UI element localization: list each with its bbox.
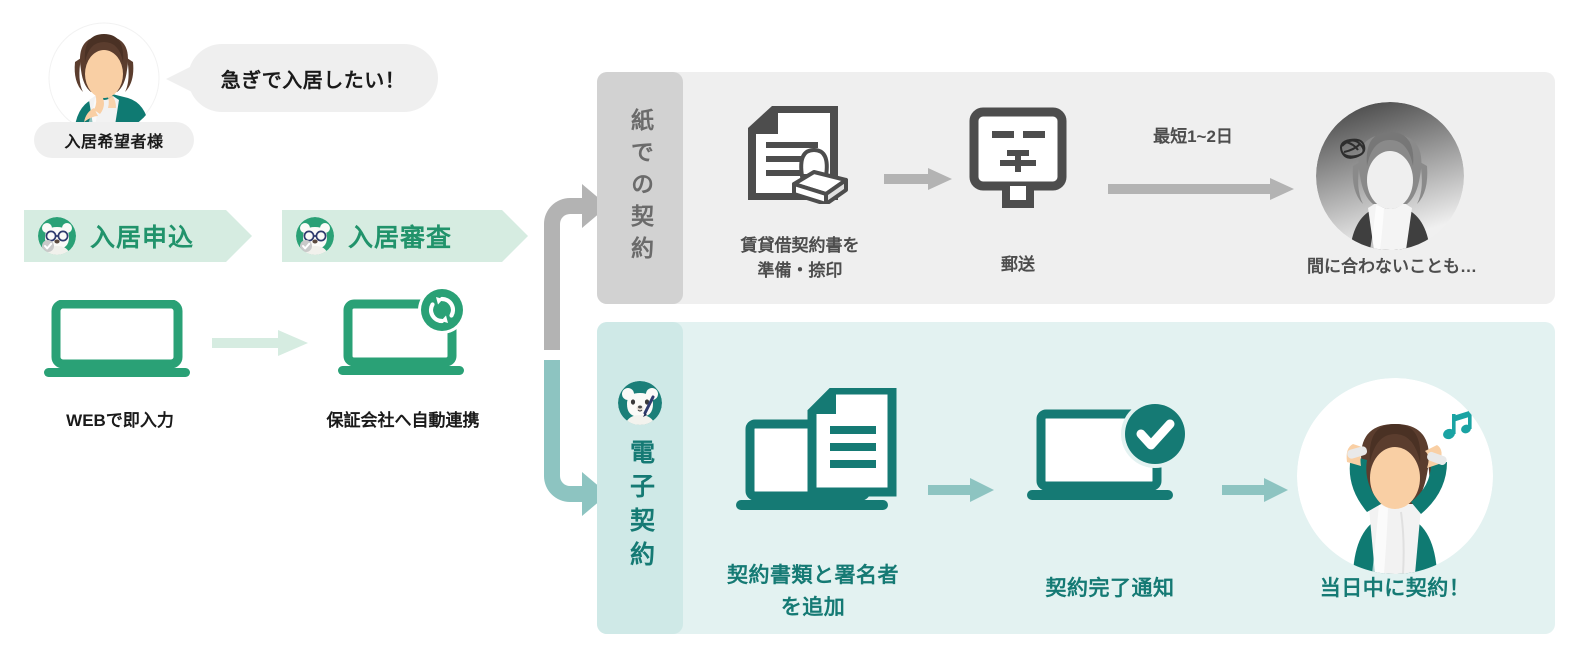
speech-bubble: 急ぎで入居したい！: [188, 44, 438, 112]
arrow-right-icon: [928, 478, 994, 502]
laptop-sync-icon: [338, 286, 466, 375]
branch-arrow-group: [544, 184, 608, 516]
arrow-right-icon-digital-2: [1222, 478, 1288, 502]
avatar-worried: [1316, 102, 1464, 250]
flow-step-apply[interactable]: 入居申込: [24, 210, 252, 262]
flow-step-review[interactable]: 入居審査: [282, 210, 528, 262]
arrow-right-icon-paper-2: [1108, 178, 1294, 200]
caption-web-input: WEBで即入力: [66, 411, 174, 430]
laptop-sync-icon-wrap: [338, 286, 468, 382]
caption-add-docs-signers-line1: 契約書類と署名者: [727, 564, 899, 587]
speech-bubble-tail: [166, 66, 192, 92]
persona-label-text: 入居希望者様: [64, 134, 164, 151]
speech-bubble-text: 急ぎで入居したい！: [220, 69, 406, 92]
digital-contract-sidebar: 電子契約: [597, 322, 683, 634]
flow-step-review-label: 入居審査: [348, 224, 453, 252]
caption-auto-link: 保証会社へ自動連携: [326, 411, 480, 430]
bear-mascot-icon: [38, 217, 76, 255]
digital-contract-sidebar-label: 電子契約: [626, 439, 655, 575]
branch-arrows: [520, 150, 630, 530]
caption-too-late: 間に合わないことも…: [1307, 257, 1477, 276]
woman-worried-avatar: [1316, 102, 1464, 250]
paper-contract-sidebar-label: 紙での契約: [627, 108, 654, 268]
caption-mail: 郵送: [1001, 255, 1035, 274]
bear-mascot-icon: [296, 217, 334, 255]
woman-thinking-avatar: [48, 22, 160, 134]
arrow-right-icon-paper-1: [884, 168, 952, 190]
avatar: [48, 22, 160, 134]
caption-completion-notice: 契約完了通知: [1045, 577, 1175, 600]
laptop-document-icon-wrap: [736, 385, 904, 520]
arrow-right-icon-left: [212, 330, 308, 356]
caption-add-docs-signers-line2: を追加: [780, 595, 846, 619]
bear-pen-icon: [618, 381, 662, 425]
caption-same-day-contract: 当日中に契約！: [1319, 577, 1471, 600]
laptop-document-icon: [736, 385, 897, 510]
avatar-happy: [1297, 378, 1493, 574]
arrow-right-icon: [1108, 178, 1294, 200]
duration-note: 最短1~2日: [1153, 127, 1233, 146]
branch-arrow-down-icon: [544, 360, 608, 516]
caption-prepare-stamp-line2: 準備・捺印: [757, 260, 843, 280]
laptop-icon-web: [42, 299, 192, 380]
caption-prepare-stamp: 賃貸借契約書を 準備・捺印: [700, 234, 900, 283]
document-stamp-icon-wrap: [742, 104, 860, 206]
persona-label: 入居希望者様: [34, 122, 194, 158]
laptop-icon: [44, 299, 190, 377]
laptop-check-icon-wrap: [1025, 400, 1195, 518]
postbox-icon: [969, 107, 1067, 208]
laptop-check-icon: [1027, 400, 1189, 500]
document-stamp-icon: [748, 106, 848, 206]
caption-add-docs-signers: 契約書類と署名者 を追加: [690, 560, 936, 623]
arrow-right-icon: [884, 168, 952, 190]
flow-step-apply-label: 入居申込: [90, 224, 195, 252]
arrow-right-icon: [1222, 478, 1288, 502]
caption-prepare-stamp-line1: 賃貸借契約書を: [740, 236, 860, 255]
arrow-right-icon-digital-1: [928, 478, 994, 502]
woman-celebrating-avatar: [1297, 378, 1493, 574]
arrow-right-icon: [212, 330, 308, 356]
postbox-icon-wrap: [966, 104, 1070, 208]
branch-arrow-up-icon: [544, 184, 608, 350]
paper-contract-sidebar: 紙での契約: [597, 72, 683, 304]
